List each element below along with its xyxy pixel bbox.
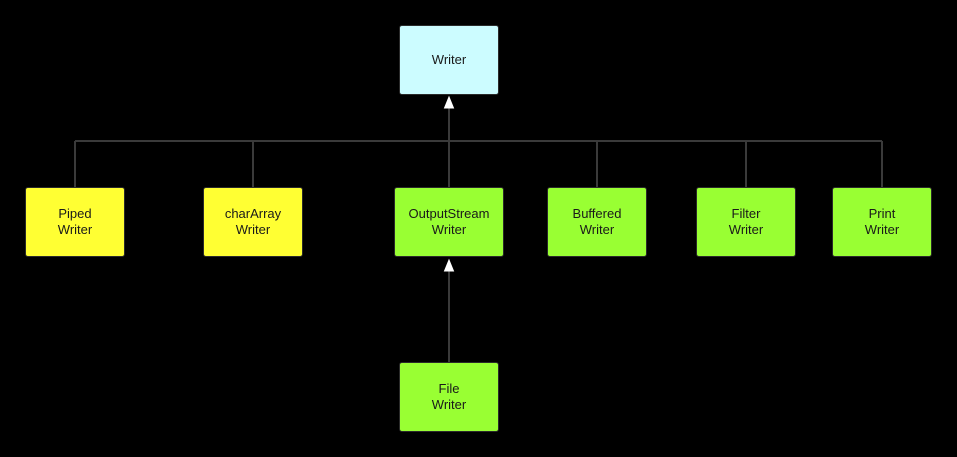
node-buffered-writer-label: Buffered Writer <box>572 206 622 237</box>
node-file-writer[interactable]: File Writer <box>399 362 499 432</box>
arrowhead-writer <box>443 95 455 109</box>
node-filter-writer[interactable]: Filter Writer <box>696 187 796 257</box>
node-print-writer-label: Print Writer <box>864 206 900 237</box>
node-filter-writer-label: Filter Writer <box>728 206 764 237</box>
node-chararray-writer-label: charArray Writer <box>224 206 282 237</box>
node-print-writer[interactable]: Print Writer <box>832 187 932 257</box>
arrowhead-outputstream <box>443 258 455 272</box>
node-outputstream-writer[interactable]: OutputStream Writer <box>394 187 504 257</box>
node-buffered-writer[interactable]: Buffered Writer <box>547 187 647 257</box>
node-outputstream-writer-label: OutputStream Writer <box>408 206 490 237</box>
node-writer-label: Writer <box>431 52 467 67</box>
node-file-writer-label: File Writer <box>431 381 467 412</box>
node-chararray-writer[interactable]: charArray Writer <box>203 187 303 257</box>
node-piped-writer[interactable]: Piped Writer <box>25 187 125 257</box>
node-piped-writer-label: Piped Writer <box>57 206 93 237</box>
node-writer[interactable]: Writer <box>399 25 499 95</box>
